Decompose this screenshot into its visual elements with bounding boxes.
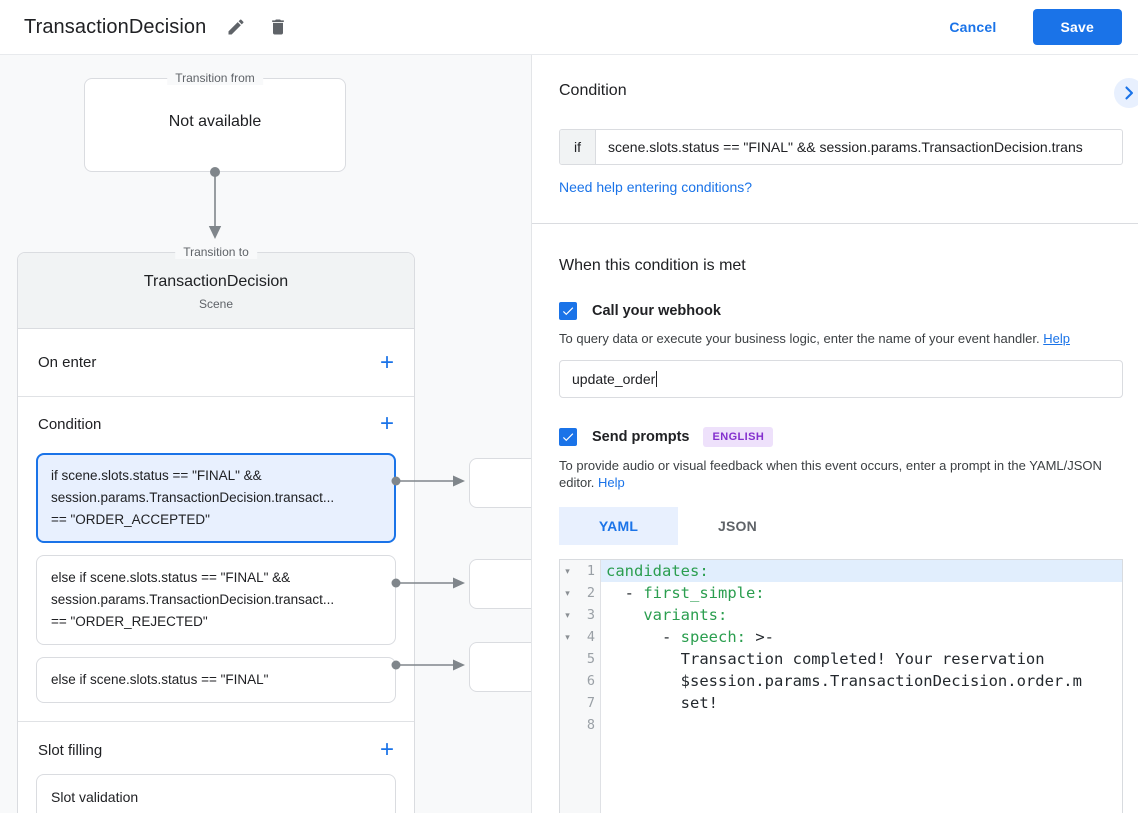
- webhook-description: To query data or execute your business l…: [559, 330, 1122, 347]
- webhook-description-text: To query data or execute your business l…: [559, 331, 1040, 346]
- line-number: 7: [586, 695, 595, 711]
- delete-scene-button[interactable]: [266, 15, 290, 39]
- slot-filling-label: Slot filling: [38, 741, 103, 759]
- prompts-description-text: To provide audio or visual feedback when…: [559, 458, 1102, 490]
- page-title: TransactionDecision: [24, 15, 207, 38]
- add-on-enter-button[interactable]: +: [379, 348, 394, 376]
- line-number: 6: [586, 673, 595, 689]
- edit-title-button[interactable]: [224, 15, 248, 39]
- if-prefix: if: [560, 130, 596, 164]
- trash-icon: [272, 19, 285, 35]
- scene-flow-panel: Transition from Not available Transition…: [0, 55, 531, 813]
- condition-section: Condition + if scene.slots.status == "FI…: [18, 397, 414, 722]
- transition-to-card: Transition to TransactionDecision Scene …: [17, 245, 415, 813]
- code-line[interactable]: ▾4 - speech: >-: [560, 626, 1122, 648]
- webhook-checkbox[interactable]: [559, 302, 577, 320]
- checkmark-icon: [562, 307, 574, 316]
- event-handler-value: update_order: [572, 371, 656, 387]
- on-enter-row[interactable]: On enter +: [18, 329, 414, 397]
- code-line[interactable]: ▾1 candidates:: [560, 560, 1122, 582]
- condition-section-label: Condition: [38, 415, 102, 433]
- add-condition-button[interactable]: +: [379, 410, 394, 437]
- tab-yaml[interactable]: YAML: [559, 507, 678, 545]
- text-caret: [656, 371, 658, 387]
- checkmark-icon: [562, 433, 574, 442]
- line-number: 4: [586, 629, 595, 645]
- line-number: 3: [586, 607, 595, 623]
- condition-item-accepted[interactable]: if scene.slots.status == "FINAL" && sess…: [36, 453, 396, 543]
- condition-expression-input[interactable]: scene.slots.status == "FINAL" && session…: [608, 139, 1083, 155]
- webhook-help-link[interactable]: Help: [1043, 331, 1070, 346]
- slot-filling-section: Slot filling + Slot validation: [18, 722, 414, 813]
- condition-arrow-2: [391, 577, 465, 589]
- yaml-code-editor[interactable]: ▾1 candidates: ▾2 - first_simple: ▾3 var…: [559, 559, 1123, 813]
- send-prompts-checkbox[interactable]: [559, 428, 577, 446]
- cancel-button[interactable]: Cancel: [949, 19, 997, 35]
- fold-toggle-icon[interactable]: ▾: [565, 631, 570, 642]
- code-line[interactable]: 5 Transaction completed! Your reservatio…: [560, 648, 1122, 670]
- code-line[interactable]: 7 set!: [560, 692, 1122, 714]
- transition-from-box: Transition from Not available: [84, 71, 346, 172]
- panel-divider: [532, 223, 1138, 224]
- tab-json[interactable]: JSON: [718, 518, 757, 534]
- collapse-panel-button[interactable]: [1114, 78, 1138, 108]
- scene-card-subtitle: Scene: [198, 297, 234, 311]
- chevron-right-icon: [1125, 86, 1133, 100]
- line-number: 5: [586, 651, 595, 667]
- slot-validation-item[interactable]: Slot validation: [36, 774, 396, 813]
- transition-from-legend: Transition from: [167, 71, 263, 85]
- save-button[interactable]: Save: [1032, 9, 1122, 45]
- code-line[interactable]: ▾3 variants:: [560, 604, 1122, 626]
- when-condition-title: When this condition is met: [559, 257, 746, 274]
- code-line[interactable]: ▾2 - first_simple:: [560, 582, 1122, 604]
- scene-card-title: TransactionDecision: [143, 273, 289, 290]
- pencil-icon: [228, 19, 244, 35]
- top-bar: TransactionDecision Cancel Save: [0, 0, 1138, 55]
- fold-toggle-icon[interactable]: ▾: [565, 565, 570, 576]
- editor-empty-area[interactable]: [560, 736, 1122, 813]
- code-line[interactable]: 8: [560, 714, 1122, 736]
- fold-toggle-icon[interactable]: ▾: [565, 609, 570, 620]
- target-scene-box-2[interactable]: [469, 559, 531, 609]
- conditions-help-link[interactable]: Need help entering conditions?: [559, 179, 753, 195]
- language-badge: ENGLISH: [703, 427, 774, 447]
- add-slot-button[interactable]: +: [379, 736, 394, 763]
- editor-format-tabs: YAML JSON: [559, 507, 1122, 545]
- fold-toggle-icon[interactable]: ▾: [565, 587, 570, 598]
- line-number: 2: [586, 585, 595, 601]
- webhook-checkbox-label: Call your webhook: [592, 303, 721, 319]
- transition-to-legend: Transition to: [175, 245, 257, 259]
- event-handler-input[interactable]: update_order: [559, 360, 1123, 398]
- condition-input-group: if scene.slots.status == "FINAL" && sess…: [559, 129, 1123, 165]
- send-prompts-label: Send prompts: [592, 429, 690, 445]
- target-scene-box-1[interactable]: [469, 458, 531, 508]
- condition-item-final[interactable]: else if scene.slots.status == "FINAL": [36, 657, 396, 703]
- on-enter-label: On enter: [38, 354, 97, 371]
- panel-title: Condition: [559, 82, 627, 99]
- condition-item-rejected[interactable]: else if scene.slots.status == "FINAL" &&…: [36, 555, 396, 645]
- transition-from-text: Not available: [168, 113, 262, 130]
- code-line[interactable]: 6 $session.params.TransactionDecision.or…: [560, 670, 1122, 692]
- scene-card-header: TransactionDecision Scene: [18, 253, 414, 329]
- line-number: 1: [586, 563, 595, 579]
- target-scene-box-3[interactable]: [469, 642, 531, 692]
- line-number: 8: [586, 717, 595, 733]
- prompts-help-link[interactable]: Help: [598, 475, 625, 490]
- condition-arrow-1: [391, 475, 465, 487]
- prompts-description: To provide audio or visual feedback when…: [559, 457, 1117, 491]
- condition-editor-panel: Condition if scene.slots.status == "FINA…: [531, 55, 1138, 813]
- condition-arrow-3: [391, 659, 465, 671]
- flow-arrow-down: [208, 167, 222, 239]
